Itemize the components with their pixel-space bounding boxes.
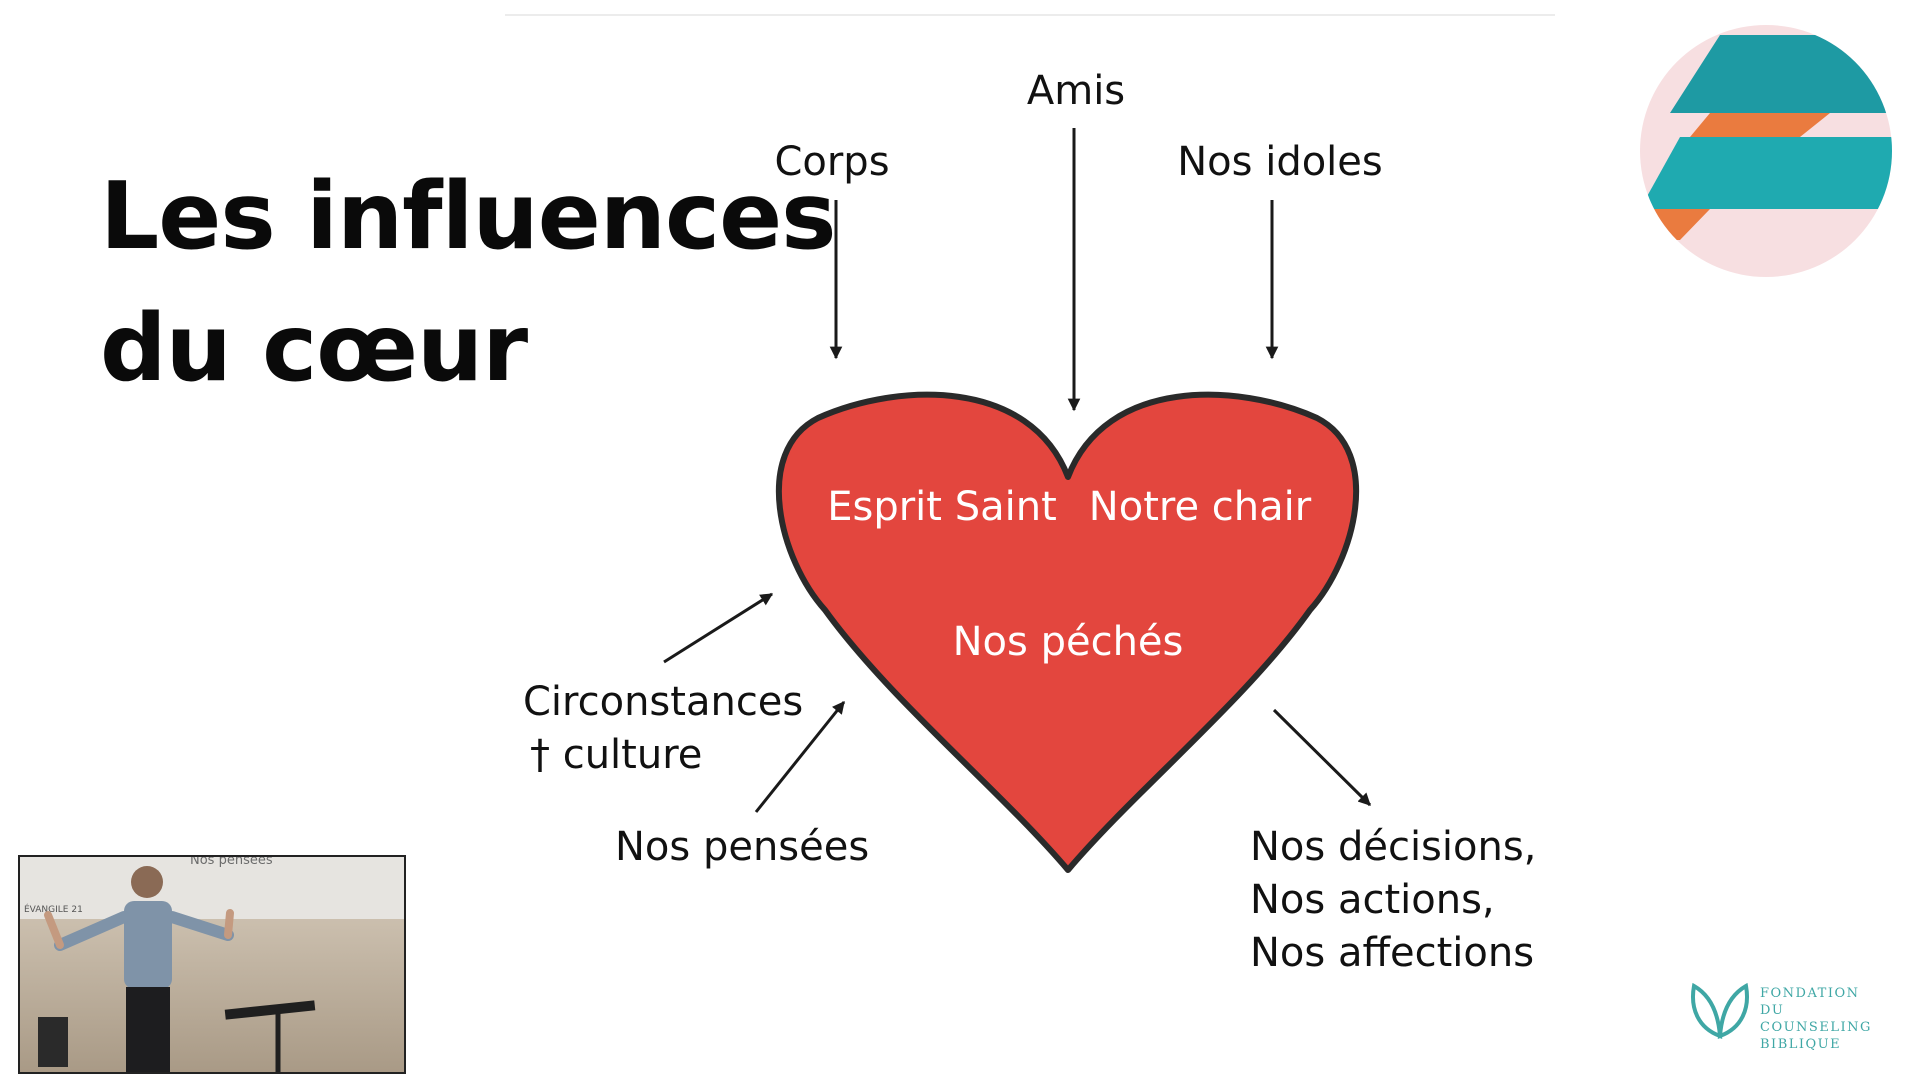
- video-slide-caption: Nos pensées: [190, 855, 273, 868]
- video-backdrop-screen: [20, 857, 404, 919]
- brand-name-line-2: COUNSELING: [1760, 1020, 1872, 1035]
- slide-title-line-1: Les influences: [100, 162, 837, 270]
- corner-emblem: [1640, 25, 1892, 277]
- slide-title-line-2: du cœur: [100, 294, 528, 402]
- speaker-video-overlay[interactable]: Nos pensées ÉVANGILE 21: [18, 855, 406, 1074]
- brand-name-line-1: FONDATION DU: [1760, 986, 1860, 1018]
- leaf-logo-icon: [1691, 982, 1749, 1039]
- label-nos-affections: Nos affections: [1250, 930, 1534, 976]
- label-circonstances-line-2: † culture: [530, 732, 702, 778]
- label-nos-pensees: Nos pensées: [615, 824, 869, 870]
- label-nos-decisions: Nos décisions,: [1250, 824, 1536, 870]
- label-nos-actions: Nos actions,: [1250, 877, 1495, 923]
- label-notre-chair: Notre chair: [1089, 484, 1312, 530]
- label-nos-idoles: Nos idoles: [1177, 139, 1383, 185]
- brand-name-line-3: BIBLIQUE: [1760, 1037, 1842, 1052]
- emblem-artwork: [1640, 35, 1892, 240]
- arrow-circonstances: [663, 592, 774, 664]
- brand-name: FONDATION DU COUNSELING BIBLIQUE: [1760, 985, 1888, 1053]
- label-esprit-saint: Esprit Saint: [827, 484, 1057, 530]
- speaker-figure: [38, 866, 316, 1072]
- slide-top-divider: [505, 14, 1555, 16]
- label-circonstances-line-1: Circonstances: [523, 679, 803, 725]
- video-stage: [20, 919, 404, 1072]
- heart-shape: [775, 391, 1360, 873]
- slide-title: Les influences du cœur: [100, 150, 837, 414]
- arrow-output: [1272, 708, 1372, 807]
- arrow-pensees: [754, 701, 846, 813]
- label-amis: Amis: [1027, 68, 1125, 114]
- label-corps: Corps: [774, 139, 889, 185]
- foundation-branding: FONDATION DU COUNSELING BIBLIQUE: [1688, 980, 1888, 1052]
- label-nos-peches: Nos péchés: [953, 619, 1184, 665]
- video-small-label: ÉVANGILE 21: [24, 905, 83, 915]
